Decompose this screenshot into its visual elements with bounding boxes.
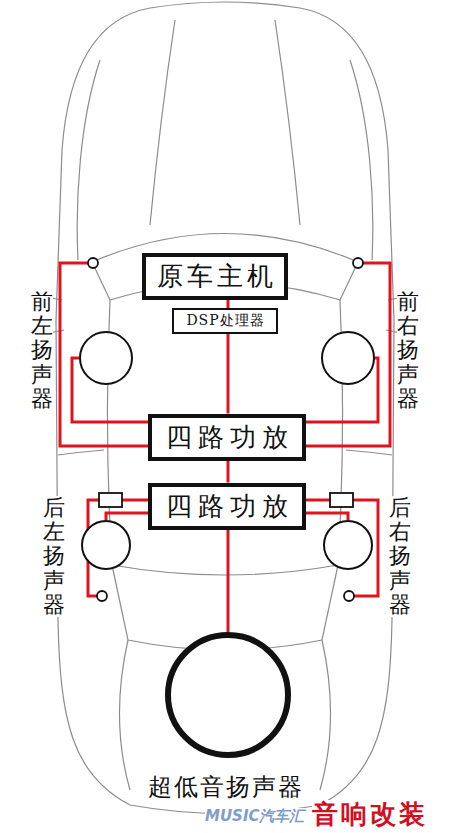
speaker-circle: 前左扬声器: [79, 331, 133, 385]
speaker-label: 前左扬声器: [31, 290, 53, 411]
speaker-label: 超低音扬声器: [148, 774, 304, 800]
tweeter-symbol: [97, 591, 107, 601]
door-line: [346, 450, 392, 455]
tweeter-wire: [295, 263, 390, 446]
component-box: 四路功放: [148, 414, 306, 461]
speaker-circle: 前右扬声器: [321, 331, 375, 385]
fender-line: [77, 60, 100, 260]
speaker-wire: [106, 513, 148, 520]
crossover-symbol: [99, 493, 122, 507]
component-box: 四路功放: [148, 483, 306, 530]
speaker-wire: [306, 513, 348, 520]
car-body: [56, 2, 394, 814]
watermark: MUSIC汽车汇: [205, 808, 305, 825]
tweeter-symbol: [344, 591, 354, 601]
door-line: [58, 450, 104, 455]
trunk-line: [119, 640, 130, 790]
speaker-wire: [227, 530, 230, 633]
component-box: 原车主机: [142, 253, 288, 300]
speaker-circle: 后右扬声器: [323, 520, 373, 570]
hood-crease: [150, 20, 175, 225]
speaker-circle: 后左扬声器: [81, 520, 131, 570]
component-label: 四路功放: [160, 489, 294, 524]
speaker-label: 前右扬声器: [397, 290, 419, 411]
speaker-wire: [227, 334, 230, 414]
speaker-label: 后右扬声器: [389, 496, 411, 617]
crossover-symbol: [330, 493, 353, 507]
speaker-label: 后左扬声器: [43, 496, 65, 617]
speaker-wire: [227, 461, 230, 483]
speaker-circle: 超低音扬声器: [165, 632, 291, 758]
fender-line: [350, 60, 373, 260]
component-label: 原车主机: [153, 259, 277, 294]
tweeter-symbol: [88, 258, 98, 268]
component-label: 四路功放: [160, 420, 294, 455]
watermark: 音响改装: [312, 800, 428, 829]
hood-crease: [275, 20, 300, 225]
trunk-line: [320, 640, 331, 790]
tweeter-symbol: [353, 258, 363, 268]
component-label: DSP处理器: [185, 312, 264, 330]
speaker-wire: [227, 300, 230, 309]
component-box: DSP处理器: [172, 308, 278, 334]
rear-window: [112, 565, 338, 575]
